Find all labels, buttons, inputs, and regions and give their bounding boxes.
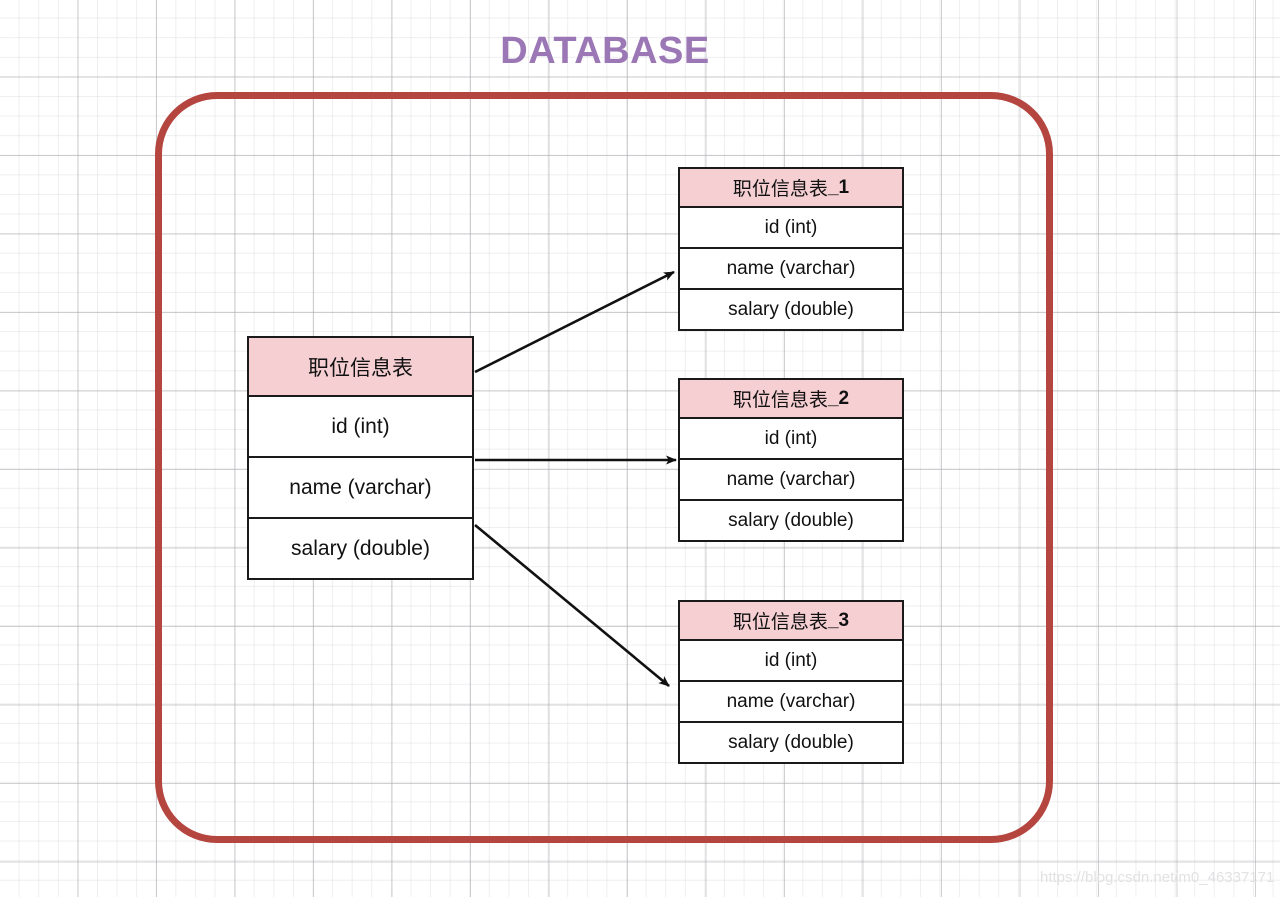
table-source-header: 职位信息表 — [247, 336, 474, 397]
table-shard-1-suffix: _1 — [827, 176, 850, 198]
table-shard-3-column-salary: salary (double) — [678, 723, 904, 764]
table-source-column-id: id (int) — [247, 397, 474, 458]
table-shard-2-column-salary: salary (double) — [678, 501, 904, 542]
table-shard-2-column-name: name (varchar) — [678, 460, 904, 501]
table-shard-1-header: 职位信息表_1 — [678, 167, 904, 208]
table-source-column-name: name (varchar) — [247, 458, 474, 519]
table-shard-3-suffix: _3 — [827, 609, 850, 631]
table-shard-1[interactable]: 职位信息表_1 id (int) name (varchar) salary (… — [678, 167, 904, 331]
table-shard-3-column-id: id (int) — [678, 641, 904, 682]
table-shard-3-base-name: 职位信息表 — [732, 611, 828, 633]
table-shard-2-column-id: id (int) — [678, 419, 904, 460]
table-shard-3[interactable]: 职位信息表_3 id (int) name (varchar) salary (… — [678, 600, 904, 764]
table-shard-3-column-name: name (varchar) — [678, 682, 904, 723]
table-shard-1-column-salary: salary (double) — [678, 290, 904, 331]
table-shard-2[interactable]: 职位信息表_2 id (int) name (varchar) salary (… — [678, 378, 904, 542]
table-shard-2-base-name: 职位信息表 — [732, 389, 828, 411]
table-shard-3-header: 职位信息表_3 — [678, 600, 904, 641]
watermark: https://blog.csdn.net/m0_46337171 — [1040, 869, 1275, 886]
table-shard-2-suffix: _2 — [827, 387, 850, 409]
page-title: DATABASE — [500, 30, 710, 72]
table-shard-1-column-name: name (varchar) — [678, 249, 904, 290]
table-source-column-salary: salary (double) — [247, 519, 474, 580]
database-boundary — [155, 92, 1053, 843]
table-shard-1-column-id: id (int) — [678, 208, 904, 249]
table-source[interactable]: 职位信息表 id (int) name (varchar) salary (do… — [247, 336, 474, 580]
table-shard-2-header: 职位信息表_2 — [678, 378, 904, 419]
table-shard-1-base-name: 职位信息表 — [732, 178, 828, 200]
